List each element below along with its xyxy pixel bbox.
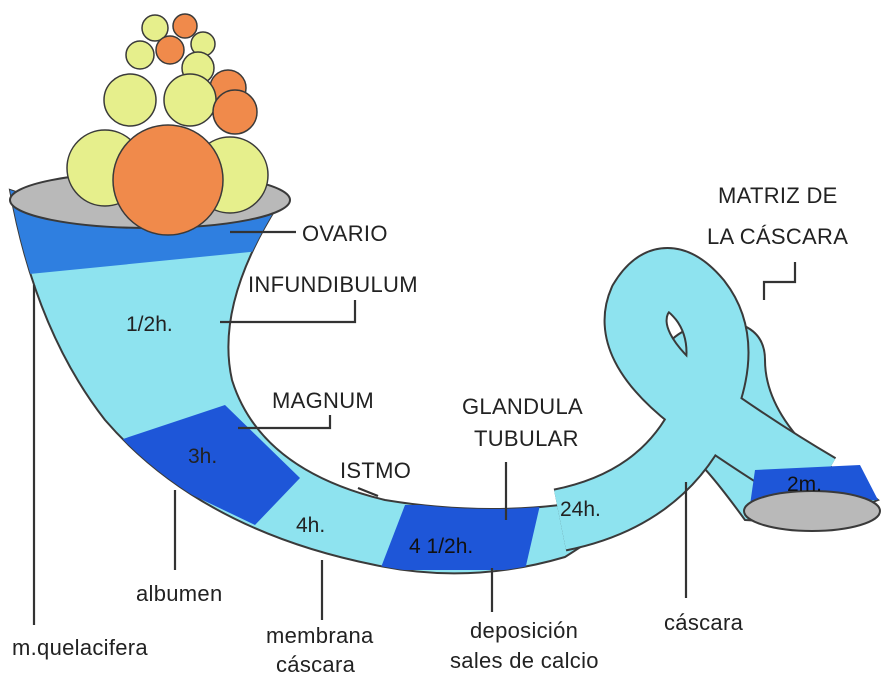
label-quelacifera: m.quelacifera: [12, 635, 148, 660]
label-infundibulum: INFUNDIBULUM: [248, 272, 418, 297]
time-glandula: 4 1/2h.: [409, 535, 473, 558]
label-matriz-line1: MATRIZ DE: [718, 183, 838, 208]
label-deposicion-line1: deposición: [470, 618, 578, 643]
time-utero: 24h.: [560, 498, 601, 521]
label-istmo: ISTMO: [340, 458, 411, 483]
exit-opening: [744, 491, 880, 531]
label-membrana-line2: cáscara: [276, 652, 356, 677]
time-vagina: 2m.: [787, 473, 822, 496]
time-infundibulum: 1/2h.: [126, 313, 173, 336]
label-matriz-line2: LA CÁSCARA: [707, 224, 848, 249]
label-membrana-line1: membrana: [266, 623, 374, 648]
label-glandula-line1: GLANDULA: [462, 394, 583, 419]
time-istmo: 4h.: [296, 514, 325, 537]
ovary-cluster: [67, 14, 268, 235]
label-ovario: OVARIO: [302, 221, 388, 246]
time-magnum: 3h.: [188, 445, 217, 468]
label-deposicion-line2: sales de calcio: [450, 648, 599, 673]
label-glandula-line2: TUBULAR: [474, 426, 579, 451]
label-albumen: albumen: [136, 581, 223, 606]
label-magnum: MAGNUM: [272, 388, 374, 413]
label-cascara: cáscara: [664, 610, 744, 635]
